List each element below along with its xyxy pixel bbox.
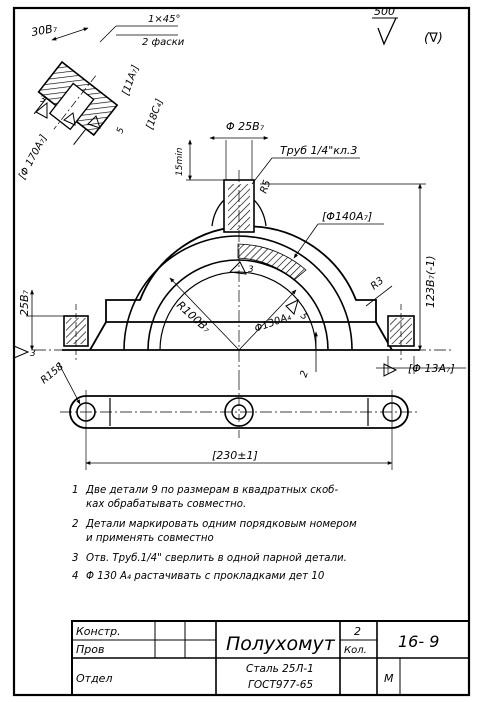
roughness-symbol: 500 (∇) (372, 5, 443, 46)
note-number: 3 (72, 553, 79, 564)
dim-230: [230±1] (212, 449, 258, 462)
dim-18: [18C₄] (144, 98, 165, 131)
dim-30: 30B₇ (30, 22, 58, 39)
main-view (34, 170, 454, 385)
dim-15min: 15min (175, 147, 185, 176)
title-qty: 2 (354, 625, 361, 638)
roughness-other: (∇) (424, 31, 443, 46)
dim-170: [Φ 170A₇] (17, 133, 50, 181)
title-name: Полухомут (226, 633, 336, 655)
rough-3-inner: 3 (248, 265, 254, 275)
dim-chamfer: 1×45° (148, 14, 180, 25)
plan-view: [230±1] R158 (39, 361, 420, 470)
title-drawing-no: 16- 9 (398, 632, 439, 651)
title-m: М (384, 672, 394, 685)
note-4: 4 Φ 130 A₄ растачивать с прокладками дет … (72, 570, 324, 584)
note-text: Детали маркировать одним порядковым номе… (86, 519, 357, 530)
rough-3-left: 3 (30, 349, 36, 359)
note-continuation: и применять совместно (86, 533, 214, 544)
dim-2: 2 (298, 369, 311, 379)
dim-140: [Φ140A₇] (322, 210, 372, 223)
rough-3-detail: 3 (40, 95, 46, 105)
dim-13: [Φ 13A₇] (408, 362, 455, 375)
note-text: Отв. Труб.1/4" сверлить в одной парной д… (86, 553, 347, 564)
dim-r3: R3 (369, 275, 386, 292)
detail-view: 30B₇ 1×45° 2 фаски [11A₇] [18C₄] 5 3 [Φ … (17, 14, 185, 181)
dim-r158: R158 (39, 361, 66, 386)
title-qty-label: Кол. (344, 645, 367, 656)
pipe-label: Труб 1/4"кл.3 (280, 144, 357, 157)
dim-130: Φ130A₄ (253, 312, 292, 335)
dim-5: 5 (115, 126, 126, 135)
note-text: Φ 130 A₄ растачивать с прокладками дет 1… (86, 571, 325, 582)
roughness-value: 500 (374, 5, 395, 18)
dim-chamfer-note: 2 фаски (142, 37, 185, 48)
dim-5-main: 5 (298, 312, 310, 323)
title-block: Констр. Пров Отдел Полухомут 2 Кол. 16- … (71, 620, 470, 696)
note-2: 2 Детали маркировать одним порядковым ном… (72, 518, 357, 546)
title-otdel: Отдел (76, 672, 112, 685)
title-material-1: Сталь 25Л-1 (246, 663, 314, 675)
title-prov: Пров (76, 643, 104, 656)
note-1: 1 Две детали 9 по размерам в квадратных с… (72, 484, 338, 512)
note-3: 3 Отв. Труб.1/4" сверлить в одной парной … (72, 552, 347, 566)
dim-25-height: 25B₇ (18, 289, 31, 316)
note-text: Две детали 9 по размерам в квадратных ск… (86, 485, 339, 496)
note-number: 1 (72, 485, 79, 496)
note-number: 4 (72, 571, 79, 582)
title-material-2: ГОСТ977-65 (248, 679, 313, 691)
dim-11: [11A₇] (120, 64, 141, 97)
note-continuation: ках обрабатывать совместно. (86, 499, 247, 510)
dim-25-dia: Φ 25B₇ (226, 120, 265, 133)
dim-123: 123B₇(-1) (424, 255, 437, 308)
note-number: 2 (72, 519, 79, 530)
dim-r5: R5 (258, 179, 273, 195)
main-dimensions: Φ 25B₇ 15min Труб 1/4"кл.3 R5 [Φ140A₇] 1… (13, 120, 466, 379)
title-konstr: Констр. (76, 625, 121, 638)
